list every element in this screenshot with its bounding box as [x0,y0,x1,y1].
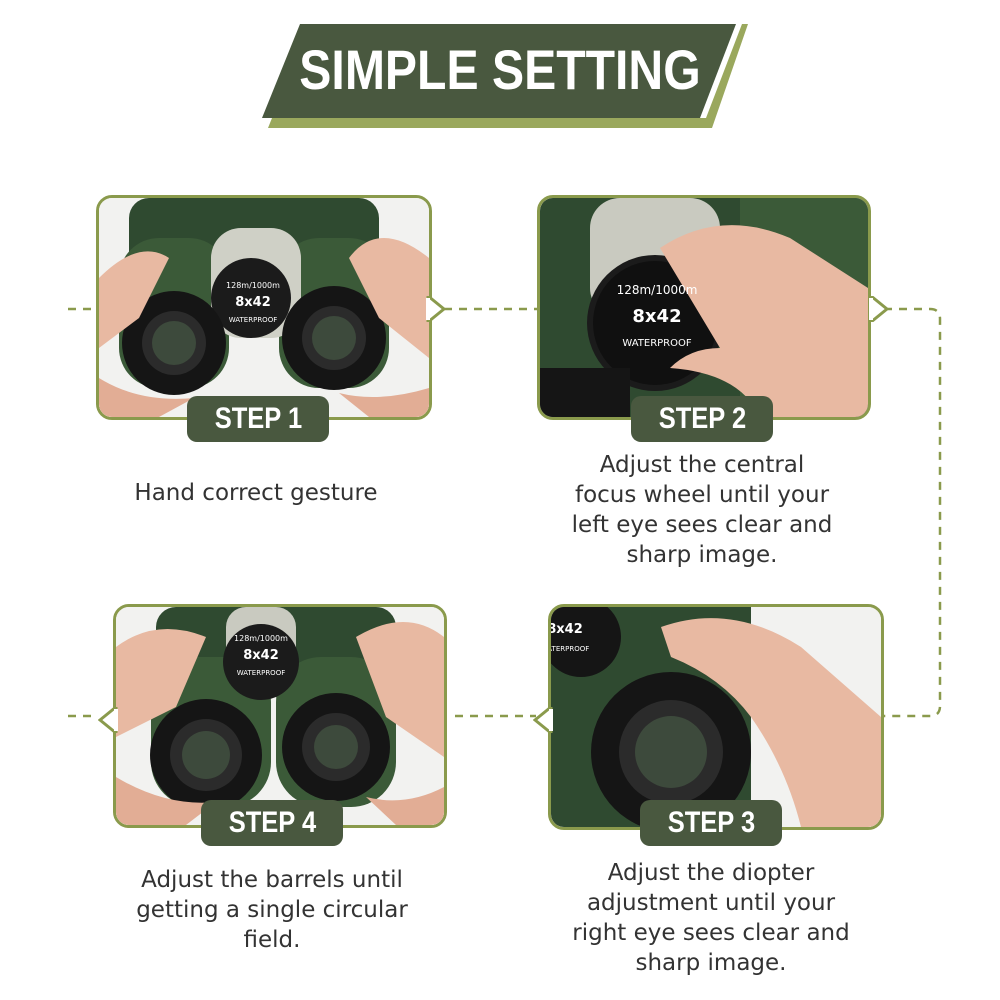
step-1-panel: 128m/1000m 8x42 WATERPROOF [96,195,446,420]
title-banner [262,24,748,128]
label-feature: WATERPROOF [551,645,589,653]
step-2-photo [540,198,868,417]
binocular-label-3: 8x42 WATERPROOF [551,622,589,653]
step-2-pointer [869,296,889,322]
label-spec: 128m/1000m [226,281,280,290]
step-3-pointer [533,707,553,733]
step-3-panel: 8x42 WATERPROOF [533,604,884,830]
step-2-panel: 128m/1000m 8x42 WATERPROOF [537,195,889,420]
step-1-photo [99,198,429,417]
step-3-caption: Adjust the diopter adjustment until your… [572,860,850,976]
label-feature: WATERPROOF [237,669,285,677]
step-3-badge: STEP 3 [640,800,782,846]
label-feature: WATERPROOF [622,338,692,349]
label-spec: 128m/1000m [617,283,698,297]
step-4-photo [116,607,444,825]
binocular-label-2: 128m/1000m 8x42 WATERPROOF [617,283,698,349]
label-model: 8x42 [235,295,271,310]
page-title: SIMPLE SETTING [299,38,701,101]
label-model: 8x42 [632,306,681,327]
step-1-badge: STEP 1 [187,396,329,442]
step-2-caption: Adjust the central focus wheel until you… [571,452,833,568]
step-4-panel: 128m/1000m 8x42 WATERPROOF [98,604,447,828]
label-model: 8x42 [243,648,279,663]
step-4-caption: Adjust the barrels until getting a singl… [136,867,408,953]
step-1-caption: Hand correct gesture [134,480,378,506]
label-feature: WATERPROOF [229,316,277,324]
step-2-badge: STEP 2 [631,396,773,442]
label-spec: 128m/1000m [234,634,288,643]
step-4-badge: STEP 4 [201,800,343,846]
binocular-label-1: 128m/1000m 8x42 WATERPROOF [226,281,280,324]
step-1-pointer [426,296,446,322]
binocular-label-4: 128m/1000m 8x42 WATERPROOF [234,634,288,677]
label-model: 8x42 [551,622,583,637]
step-4-pointer [98,707,118,733]
step-3-photo [551,607,881,827]
